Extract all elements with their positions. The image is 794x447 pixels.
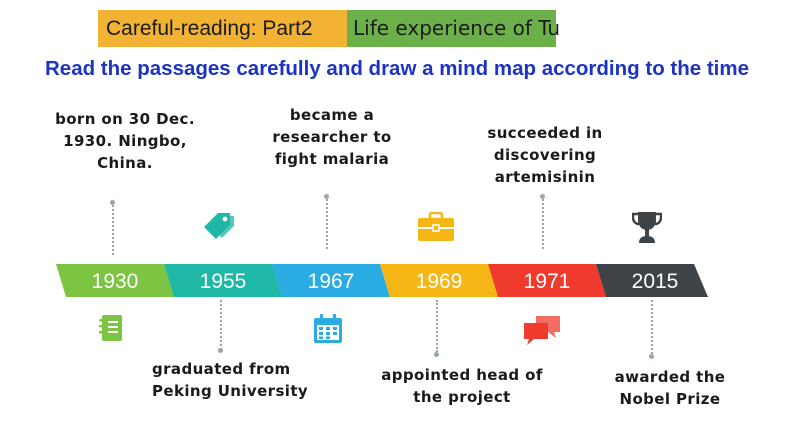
event-head: appointed head of the project <box>381 366 543 406</box>
event-graduated: graduated from Peking University <box>152 360 309 400</box>
notebook-icon <box>99 315 122 341</box>
connector-dot <box>324 194 329 199</box>
topic-title-tag: Life experience of Tu <box>347 10 560 47</box>
connector-1955 <box>220 300 222 350</box>
timeline-segment-1967: 1967 <box>272 264 390 297</box>
timeline-segment-shape <box>380 264 498 297</box>
connector-dot <box>218 348 223 353</box>
timeline-segment-shape <box>56 264 174 297</box>
timeline-segment-shape <box>488 264 606 297</box>
trophy-icon <box>632 212 662 243</box>
connector-1930 <box>112 205 114 255</box>
connector-1967 <box>326 199 328 249</box>
part-title-tag: Careful-reading: Part2 <box>98 10 347 47</box>
event-artemisinin: succeeded in discovering artemisinin <box>487 124 603 186</box>
timeline-year-label: 1971 <box>524 270 571 293</box>
connector-1971 <box>542 199 544 249</box>
connector-2015 <box>651 300 653 354</box>
timeline-segment-1955: 1955 <box>164 264 282 297</box>
timeline-year-label: 1930 <box>92 270 139 293</box>
event-researcher: became a researcher to fight malaria <box>272 106 392 168</box>
connector-dot <box>540 194 545 199</box>
calendar-icon <box>314 314 342 343</box>
timeline-segment-2015: 2015 <box>596 264 708 297</box>
briefcase-icon <box>418 212 454 241</box>
timeline-segment-shape <box>164 264 282 297</box>
timeline-segment-1971: 1971 <box>488 264 606 297</box>
timeline-segment-shape <box>272 264 390 297</box>
event-nobel: awarded the Nobel Prize <box>614 368 726 408</box>
connector-1969 <box>436 300 438 352</box>
timeline-segment-1969: 1969 <box>380 264 498 297</box>
timeline-year-label: 1969 <box>416 270 463 293</box>
timeline-year-label: 1955 <box>200 270 247 293</box>
connector-dot <box>110 200 115 205</box>
timeline-segment-1930: 1930 <box>56 264 174 297</box>
price-tag-icon <box>204 213 234 239</box>
event-born: born on 30 Dec. 1930. Ningbo, China. <box>55 110 195 172</box>
instruction-text: Read the passages carefully and draw a m… <box>44 57 750 80</box>
connector-dot <box>649 354 654 359</box>
timeline-year-label: 1967 <box>308 270 355 293</box>
connector-dot <box>434 352 439 357</box>
chat-bubbles-icon <box>524 316 560 345</box>
timeline-segment-shape <box>596 264 708 297</box>
timeline-year-label: 2015 <box>632 270 679 293</box>
